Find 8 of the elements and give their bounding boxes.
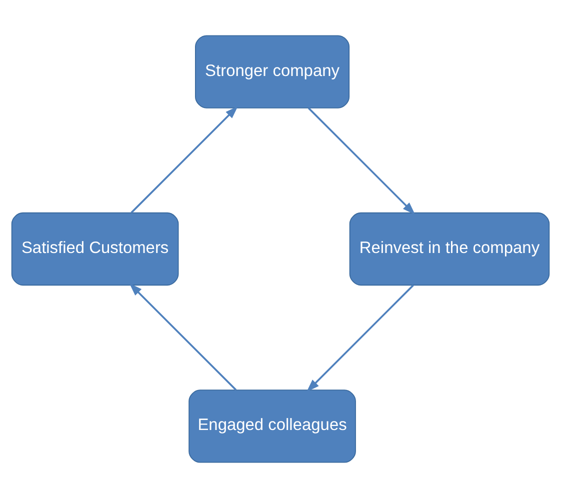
arrow [130, 106, 238, 214]
node-box: Stronger company [195, 35, 350, 108]
node-box: Reinvest in the company [349, 212, 550, 286]
node-box: Engaged colleagues [188, 390, 356, 463]
arrow [129, 283, 237, 391]
arrow [308, 107, 416, 215]
arrow [306, 284, 414, 392]
node-box: Satisfied Customers [11, 212, 179, 286]
